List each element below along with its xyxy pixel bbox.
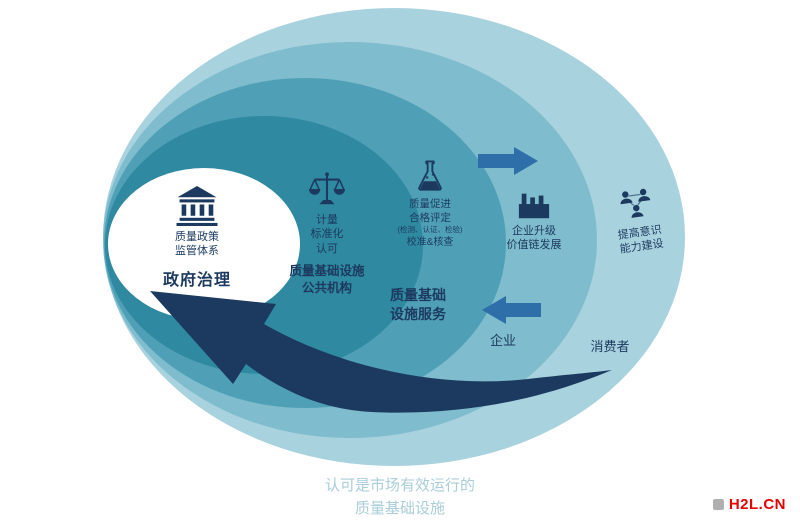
government-title: 政府治理: [162, 271, 231, 289]
government-lines: 质量政策 监管体系: [147, 230, 247, 259]
watermark-glyph-icon: [712, 499, 724, 510]
node-government: 质量政策 监管体系 政府治理: [147, 185, 247, 290]
text-line: 监管体系: [175, 245, 219, 258]
caption: 认可是市场有效运行的 质量基础设施: [270, 474, 530, 521]
text-line: 设施服务: [390, 305, 446, 322]
watermark: H2L.CN: [712, 496, 786, 513]
scales-icon: [283, 171, 371, 209]
bank-icon: [147, 185, 247, 226]
text-line: 公共机构: [301, 280, 352, 295]
text-line: 质量政策: [175, 231, 219, 243]
text-line: 质量基础: [390, 287, 446, 303]
public-institutions-lines: 计量 标准化 认可: [283, 213, 371, 256]
node-consumer: 提高意识 能力建设: [592, 180, 685, 260]
text-line: (检测、认证、检验): [397, 225, 463, 235]
text-line: 企业升级: [512, 225, 556, 237]
text-line: 价值链发展: [506, 239, 562, 252]
qi-services-title: 质量基础 设施服务: [377, 286, 459, 324]
text-line: 合格评定: [409, 211, 451, 224]
node-enterprise: 企业升级 价值链发展: [494, 190, 574, 253]
text-line: 质量促进: [409, 198, 451, 210]
text-line: 质量基础设施: [289, 263, 365, 278]
caption-line: 质量基础设施: [354, 500, 445, 518]
node-public-institutions: 计量 标准化 认可 质量基础设施 公共机构: [283, 171, 371, 297]
factory-icon: [494, 190, 574, 220]
text-line: 认可: [316, 242, 338, 255]
caption-line: 认可是市场有效运行的: [324, 477, 475, 494]
people-network-icon: [592, 180, 680, 227]
watermark-text: H2L.CN: [728, 496, 786, 513]
public-institutions-title: 质量基础设施 公共机构: [283, 263, 371, 297]
qi-services-lines: 质量促进 合格评定 (检测、认证、检验) 校准&核查: [383, 198, 477, 249]
text-line: 校准&核查: [406, 236, 454, 248]
enterprise-label: 企业: [489, 333, 516, 348]
text-line: 计量: [316, 214, 338, 226]
node-qi-services: 质量促进 合格评定 (检测、认证、检验) 校准&核查: [383, 160, 477, 249]
consumer-label: 消费者: [590, 339, 630, 354]
enterprise-lines: 企业升级 价值链发展: [494, 224, 574, 253]
flask-icon: [383, 160, 477, 194]
text-line: 标准化: [310, 228, 344, 241]
